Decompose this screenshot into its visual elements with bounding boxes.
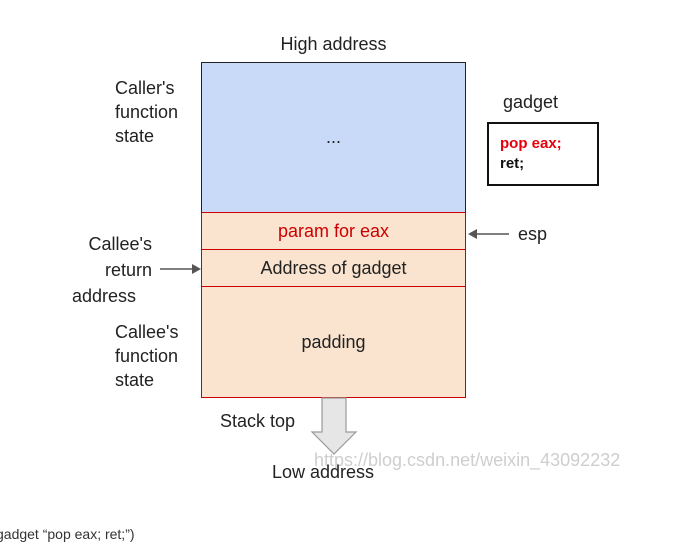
caller-state-label: Caller's function state <box>115 76 178 148</box>
gadget-address-label: Address of gadget <box>260 257 407 278</box>
callee-return-label-c: address <box>72 284 136 308</box>
caller-frame-box: ... <box>201 62 466 213</box>
watermark: https://blog.csdn.net/weixin_43092232 <box>314 450 621 470</box>
padding-label: padding <box>301 331 366 352</box>
caller-frame-ellipsis: ... <box>325 127 341 147</box>
callee-state-line-2: function <box>115 346 179 366</box>
callee-state-label: Callee's function state <box>115 320 178 392</box>
callee-return-line-1: Callee's <box>88 234 152 254</box>
gadget-code-box: pop eax; ret; <box>487 122 599 186</box>
callee-return-label-a: Callee's <box>40 232 152 256</box>
gadget-code-line-2: ret; <box>500 155 525 172</box>
callee-return-line-2: return <box>104 260 152 280</box>
caller-state-line-3: state <box>115 126 155 146</box>
gadget-code-line-1: pop eax; <box>500 135 562 152</box>
callee-return-line-3: address <box>72 286 137 306</box>
caller-state-line-1: Caller's <box>115 78 175 98</box>
gadget-address-slot: Address of gadget <box>201 249 466 287</box>
caption-text: gadget “pop eax; ret;”) <box>0 526 135 542</box>
padding-slot: padding <box>201 286 466 398</box>
caller-state-line-2: function <box>115 102 179 122</box>
return-address-arrow <box>160 264 201 274</box>
param-for-eax-label: param for eax <box>277 220 390 241</box>
stack-top-label: Stack top <box>220 411 296 431</box>
esp-arrow <box>468 229 509 239</box>
esp-label: esp <box>518 224 548 244</box>
callee-return-label-b: return <box>40 258 152 282</box>
callee-state-line-1: Callee's <box>115 322 179 342</box>
low-address-label: Low address <box>272 462 375 482</box>
param-for-eax-slot: param for eax <box>201 212 466 250</box>
gadget-title: gadget <box>503 92 559 112</box>
high-address-label: High address <box>280 34 387 54</box>
stack-growth-arrow <box>310 397 358 455</box>
callee-state-line-3: state <box>115 370 155 390</box>
